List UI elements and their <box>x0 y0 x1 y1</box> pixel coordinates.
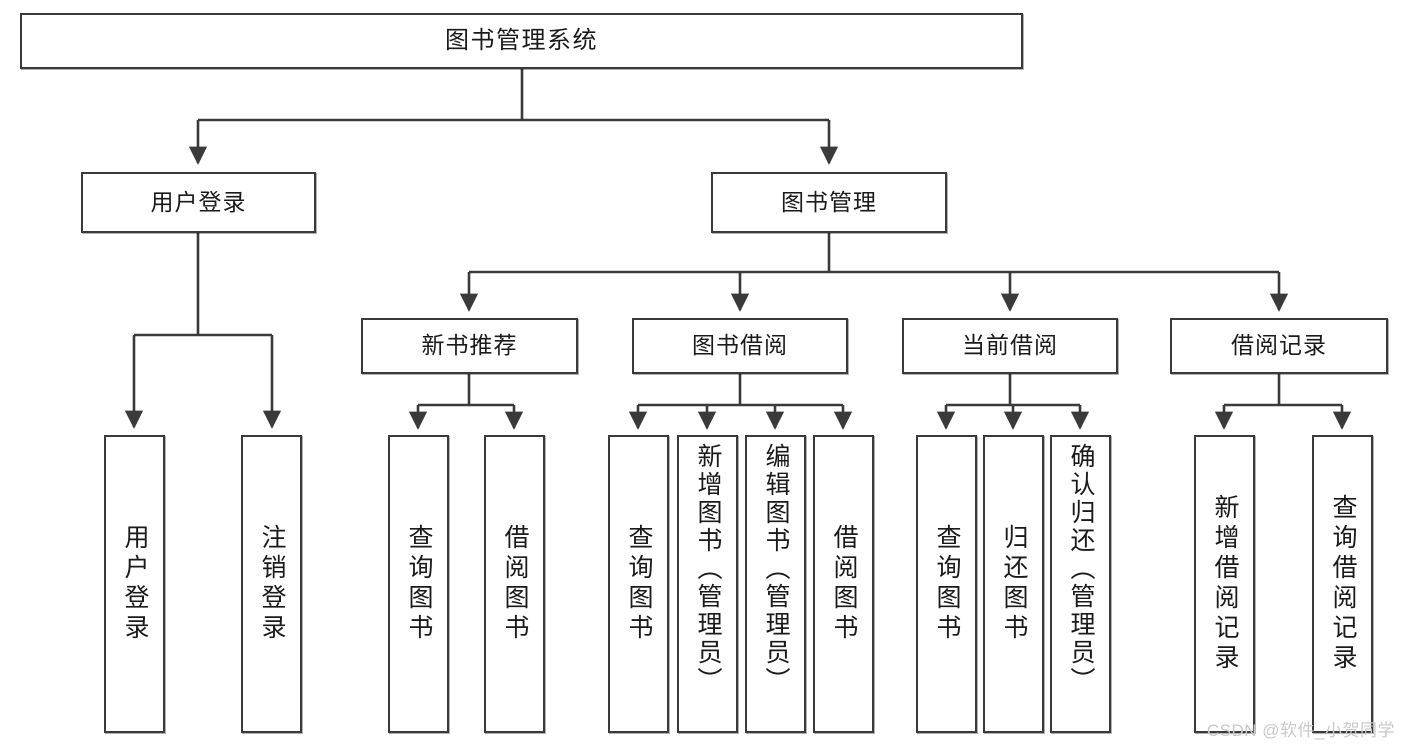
node-current-borrow[interactable]: 当前借阅 <box>902 318 1118 374</box>
leaf-confirm-return-admin[interactable]: 确认归还（管理员） <box>1050 435 1111 733</box>
node-label: 编辑图书（管理员） <box>762 443 790 695</box>
node-label: 借阅图书 <box>501 524 529 644</box>
csdn-watermark: CSDN @软件_小贺同学 <box>1206 721 1395 740</box>
leaf-query-borrow-record[interactable]: 查询借阅记录 <box>1312 435 1373 733</box>
node-label: 用户登录 <box>150 188 247 215</box>
node-user-login[interactable]: 用户登录 <box>81 172 316 233</box>
node-label: 新增借阅记录 <box>1211 494 1239 674</box>
node-label: 查询图书 <box>933 524 961 644</box>
leaf-add-book-admin[interactable]: 新增图书（管理员） <box>677 435 738 733</box>
leaf-return-book[interactable]: 归还图书 <box>983 435 1044 733</box>
leaf-logout-login[interactable]: 注销登录 <box>241 435 302 733</box>
node-label: 查询图书 <box>625 524 653 644</box>
node-label: 查询借阅记录 <box>1329 494 1357 674</box>
node-root-system[interactable]: 图书管理系统 <box>20 13 1023 69</box>
node-borrow-record[interactable]: 借阅记录 <box>1170 318 1388 374</box>
node-label: 查询图书 <box>405 524 433 644</box>
node-label: 确认归还（管理员） <box>1067 443 1095 695</box>
node-label: 注销登录 <box>258 524 286 644</box>
node-label: 图书管理 <box>781 188 877 215</box>
leaf-borrow-book[interactable]: 借阅图书 <box>813 435 874 733</box>
node-label: 借阅记录 <box>1231 332 1327 359</box>
leaf-query-book-recommend[interactable]: 查询图书 <box>388 435 449 733</box>
node-label: 借阅图书 <box>830 524 858 644</box>
node-label: 用户登录 <box>121 524 149 644</box>
node-label: 图书管理系统 <box>445 26 598 54</box>
leaf-borrow-book-recommend[interactable]: 借阅图书 <box>484 435 545 733</box>
leaf-query-book-current[interactable]: 查询图书 <box>916 435 977 733</box>
node-label: 新增图书（管理员） <box>694 443 722 695</box>
node-label: 当前借阅 <box>962 332 1058 359</box>
node-label: 图书借阅 <box>692 332 788 359</box>
node-label: 新书推荐 <box>421 332 518 359</box>
leaf-edit-book-admin[interactable]: 编辑图书（管理员） <box>745 435 806 733</box>
leaf-add-borrow-record[interactable]: 新增借阅记录 <box>1194 435 1255 733</box>
node-label: 归还图书 <box>1000 524 1028 644</box>
node-new-book-recommend[interactable]: 新书推荐 <box>361 318 578 374</box>
node-book-borrow[interactable]: 图书借阅 <box>632 318 848 374</box>
leaf-user-login[interactable]: 用户登录 <box>104 435 165 733</box>
node-book-management[interactable]: 图书管理 <box>711 172 947 233</box>
leaf-query-book-borrow[interactable]: 查询图书 <box>608 435 669 733</box>
